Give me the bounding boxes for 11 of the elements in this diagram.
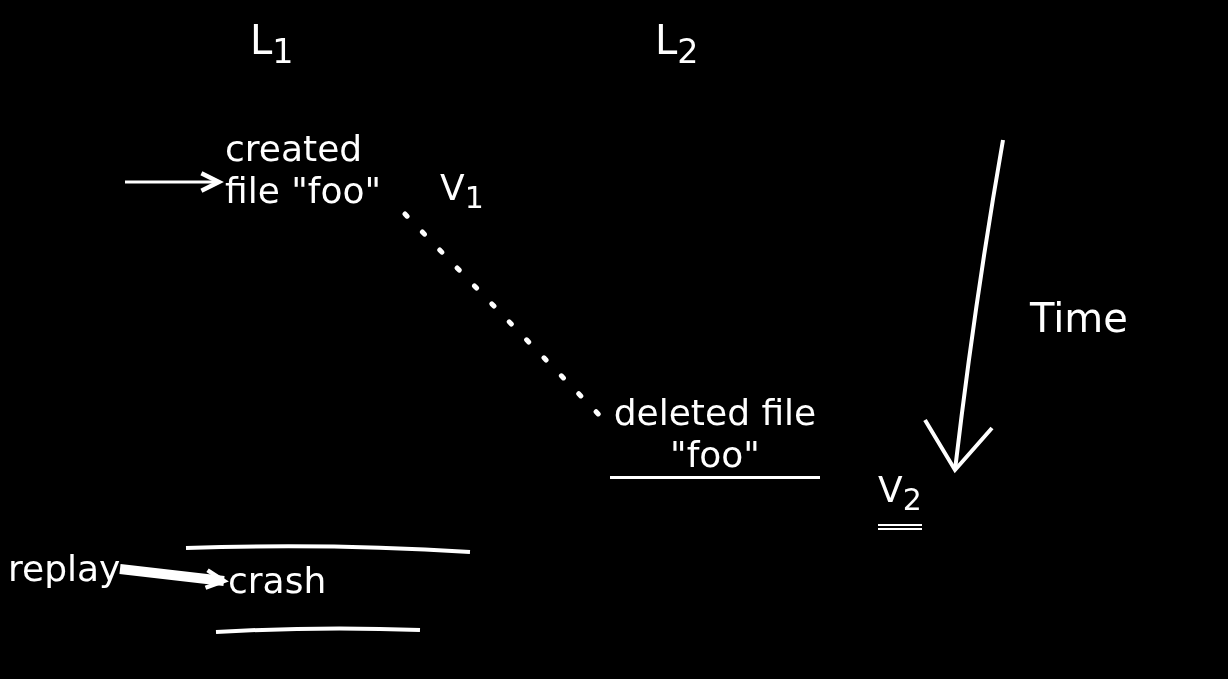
version-label: V$_{1}$ — [440, 168, 484, 218]
handwritten-text: replay — [8, 548, 118, 590]
axis-label: Time — [1030, 298, 1128, 338]
column-heading: L$_{1}$ — [250, 20, 294, 72]
handwritten-text: crash — [228, 560, 358, 602]
column-heading: L$_{2}$ — [655, 20, 699, 72]
arrow — [119, 564, 227, 590]
handwritten-text: created file "foo" — [225, 128, 425, 212]
arrow — [125, 171, 222, 193]
version-label: V$_{2}$ — [878, 470, 922, 531]
underlined-text: deleted file "foo" — [610, 392, 820, 479]
